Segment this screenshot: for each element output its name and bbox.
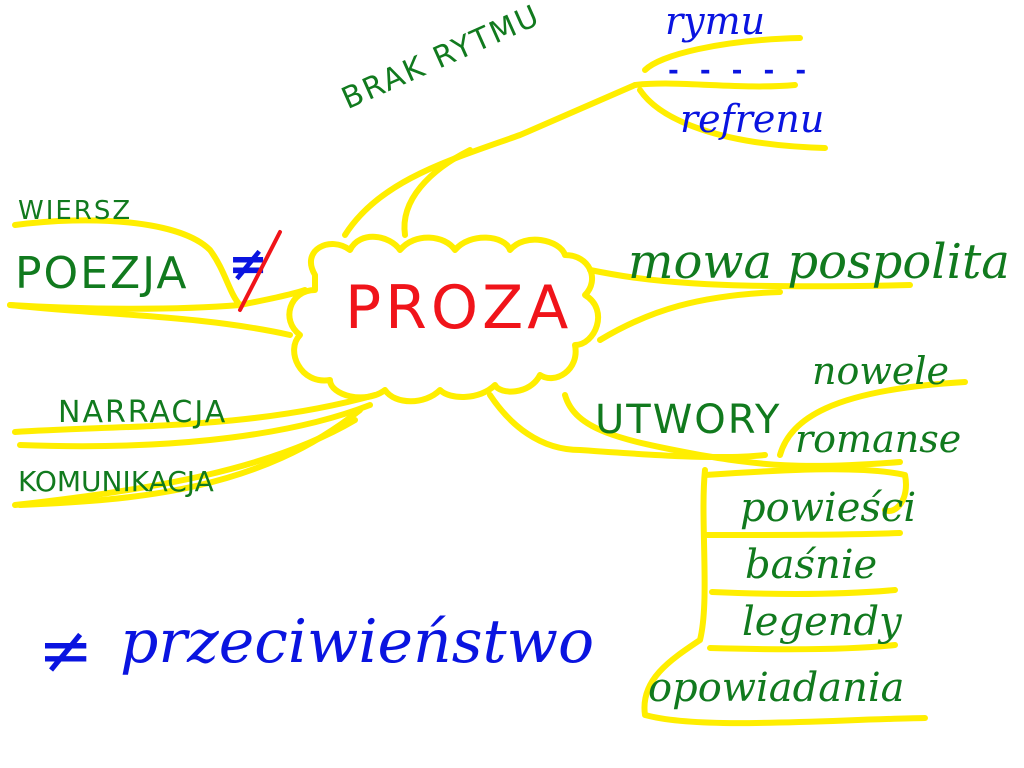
branch-wiersz: WIERSZ: [18, 196, 133, 226]
center-cloud: [286, 233, 602, 405]
branch-komunikacja: KOMUNIKACJA: [18, 465, 214, 498]
legend-text: przeciwieństwo: [120, 607, 595, 677]
sub-branch-basnie: baśnie: [745, 542, 878, 588]
dashed-separator: - - - - -: [668, 56, 813, 86]
sub-branch-refrenu: refrenu: [680, 97, 825, 141]
sub-branch-powiesci: powieści: [740, 485, 917, 531]
branch-utwory: UTWORY: [595, 397, 782, 443]
legend-not-equal-icon: ≠: [38, 612, 94, 689]
branch-narracja: NARRACJA: [58, 395, 228, 430]
sub-branch-nowele: nowele: [812, 349, 950, 393]
sub-branch-romanse: romanse: [795, 417, 962, 461]
center-topic: PROZA: [345, 273, 573, 343]
sub-branch-rymu: rymu: [665, 0, 766, 43]
branch-poezja: POEZJA: [15, 248, 189, 299]
sub-branch-opowiadania: opowiadania: [648, 665, 905, 711]
branch-mowa-pospolita: mowa pospolita: [628, 234, 1010, 290]
sub-branch-legendy: legendy: [742, 599, 902, 645]
